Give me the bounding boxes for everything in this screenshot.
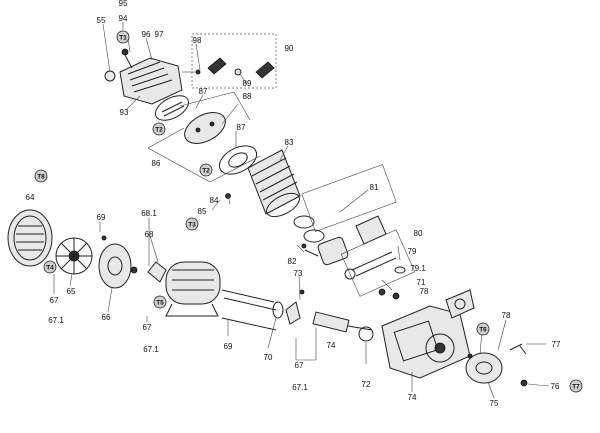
valve-plate [154, 95, 258, 175]
label-73: 73 [294, 269, 303, 278]
label-69-upper: 69 [97, 213, 106, 222]
tag-t6: T6 [476, 322, 490, 336]
tag-t8-text: T8 [37, 174, 45, 181]
label-90: 90 [285, 44, 294, 53]
label-74-shaft: 74 [327, 341, 336, 350]
label-69-lower: 69 [224, 342, 233, 351]
label-87-upper: 87 [199, 87, 208, 96]
label-85: 85 [198, 207, 207, 216]
crankcase [381, 289, 475, 379]
crankshaft [272, 289, 374, 342]
tag-t2-upper-text: T2 [155, 127, 163, 134]
label-84: 84 [210, 196, 219, 205]
cylinder [225, 149, 301, 218]
label-75: 75 [490, 399, 499, 408]
valve-set [182, 33, 277, 89]
label-96: 96 [142, 30, 151, 39]
label-67-mid: 67 [143, 323, 152, 332]
label-78-upper: 78 [420, 287, 429, 296]
label-67-right: 67 [295, 361, 304, 370]
bearing-cover [465, 343, 528, 387]
label-94: 94 [119, 14, 128, 23]
label-89: 89 [243, 79, 252, 88]
label-72: 72 [362, 380, 371, 389]
tag-t8: T8 [34, 169, 48, 183]
tag-t3-text: T3 [188, 222, 196, 229]
label-71: 71 [417, 278, 426, 287]
label-79: 79 [408, 247, 417, 256]
label-76: 76 [551, 382, 560, 391]
tag-t2-lower-text: T2 [202, 168, 210, 175]
connecting-rod [344, 251, 406, 300]
label-83: 83 [285, 138, 294, 147]
label-67-left: 67 [50, 296, 59, 305]
label-80: 80 [414, 229, 423, 238]
tag-t2-upper: T2 [152, 122, 166, 136]
label-88: 88 [243, 92, 252, 101]
fan-impeller [55, 237, 93, 275]
tag-t6-text: T6 [479, 327, 487, 334]
motor-end-shield [98, 235, 132, 289]
cylinder-head [104, 48, 183, 105]
tag-t3: T3 [185, 217, 199, 231]
label-67-1-right: 67.1 [292, 383, 308, 392]
label-87-lower: 87 [237, 123, 246, 132]
label-78-lower: 78 [502, 311, 511, 320]
label-98: 98 [193, 36, 202, 45]
tag-t1: T1 [116, 30, 130, 44]
label-86: 86 [152, 159, 161, 168]
tag-t5-text: T5 [156, 300, 164, 307]
label-93: 93 [120, 108, 129, 117]
tag-t7-text: T7 [572, 384, 580, 391]
tag-t1-text: T1 [119, 35, 127, 42]
electric-motor [130, 261, 277, 331]
label-67-1-mid: 67.1 [143, 345, 159, 354]
label-81: 81 [370, 183, 379, 192]
label-55: 55 [97, 16, 106, 25]
label-68: 68 [145, 230, 154, 239]
label-67-1-left: 67.1 [48, 316, 64, 325]
label-65: 65 [67, 287, 76, 296]
label-97: 97 [155, 30, 164, 39]
tag-t4-text: T4 [46, 265, 54, 272]
tag-t4: T4 [43, 260, 57, 274]
label-95: 95 [119, 0, 128, 8]
label-70: 70 [264, 353, 273, 362]
label-74: 74 [408, 393, 417, 402]
label-66: 66 [102, 313, 111, 322]
tag-t2-lower: T2 [199, 163, 213, 177]
label-77: 77 [552, 340, 561, 349]
label-68-1: 68.1 [141, 209, 157, 218]
piston-rings [293, 215, 387, 266]
label-79-1: 79.1 [410, 264, 426, 273]
fan-cover [7, 209, 53, 267]
tag-t5: T5 [153, 295, 167, 309]
label-64: 64 [26, 193, 35, 202]
tag-t7: T7 [569, 379, 583, 393]
label-82: 82 [288, 257, 297, 266]
